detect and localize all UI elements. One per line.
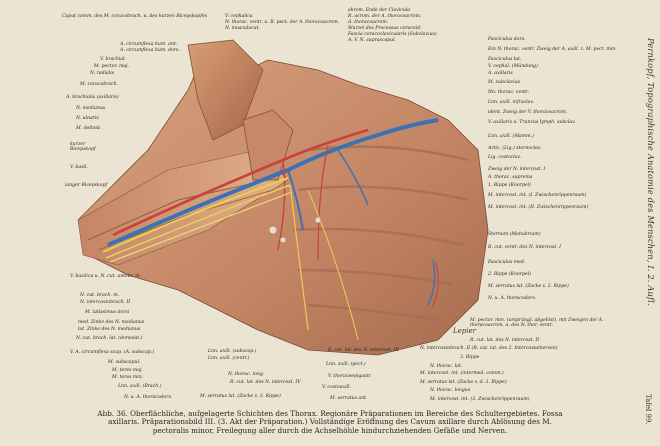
label: R. cut. lat. des N. intercost. IV — [230, 380, 301, 385]
book-title-vertical: Pernkopf, Topographische Anatomie des Me… — [646, 38, 656, 306]
label: V. basil. — [70, 165, 88, 170]
label: R. cut. lat. des N. intercost. III — [328, 348, 399, 353]
label: N. u. A. thoracodors. — [124, 395, 173, 400]
label: med. Zinke des N. medianus — [78, 320, 145, 325]
label: Sternum (Manubrium) — [488, 232, 541, 237]
label: V. cephal. (Mündung) — [488, 64, 538, 69]
label: V. thoracoepigastr. — [328, 374, 372, 379]
label: Lnn. axill. (subscap.) — [208, 349, 257, 354]
label: M. teres min. — [112, 375, 144, 380]
label: N. intercostobrach. II — [80, 300, 131, 305]
label: M. teres maj. — [112, 368, 143, 373]
axilla-dissection-illustration: Lepier — [77, 39, 489, 356]
label: M. intercost. int. (intermed. comm.) — [420, 371, 504, 376]
label: V. brachial. — [100, 57, 126, 62]
label: 2. Rippe (Knorpel) — [488, 272, 531, 277]
label: akrom. Ende der Clavicula — [348, 8, 411, 13]
label: R. cut. ventr. des N. intercost. I — [488, 245, 561, 250]
label: V. basilica u. N. cut. antebr. m. — [70, 274, 142, 279]
label: 1. Rippe (Knorpel) — [488, 183, 531, 188]
brachial-plexus-nerves — [102, 177, 289, 253]
pectoralis-flap — [242, 109, 294, 181]
label: 3. Rippe — [460, 355, 480, 360]
label: N. thorac. longus — [430, 388, 471, 393]
label: M. latissimus dorsi — [85, 310, 130, 315]
label: V. axillaris u. Truncus lymph. subclav. — [488, 120, 576, 125]
label: A. circumflexa hum. ant. — [120, 42, 178, 47]
label: V. cephalica — [225, 14, 253, 19]
label: A. axillaris — [488, 71, 513, 76]
label: N. thorac. long. — [228, 372, 265, 377]
label: A. brachialis (axillaris) — [66, 95, 119, 100]
label: Zweig der N. intercost. I — [488, 167, 546, 172]
label: M. pector. min. (ursprüngl. abgelöst), m… — [470, 318, 604, 328]
label: M. deltoid. — [76, 126, 102, 131]
axillary-artery — [112, 128, 369, 237]
label: Ein N. thorac. ventr. Zweig der A. axill… — [488, 47, 617, 52]
label: ident. Zweig der V. thoracoacrom. — [488, 110, 568, 115]
label: Lnn. axill. (Mamm.) — [488, 134, 534, 139]
label: V. costoaxill. — [322, 385, 351, 390]
label: Fasciculus med. — [488, 260, 526, 265]
label: langer Bicepskopf — [65, 183, 108, 188]
label: kurzer Bicepskopf — [70, 142, 96, 152]
label: Fasciculus lat. — [488, 57, 522, 62]
label: A. V. N. suprascapul. — [348, 38, 397, 43]
label: Caput comm. des M. coracobrach. u. des k… — [62, 14, 208, 19]
label: N. medianus — [76, 106, 106, 111]
label: M. serratus lat. (Zacke v. 3. Rippe) — [200, 394, 281, 399]
label: Fasciculus dors. — [488, 37, 526, 42]
label: M. serratus ant. — [330, 396, 368, 401]
label: N. cut. brach. m. — [80, 293, 120, 298]
label: R. acrom. der A. thoracoacrom. — [348, 14, 422, 19]
plate-number: Tafel 99. — [644, 394, 652, 425]
label: M. pector. maj. — [94, 64, 130, 69]
label: M. intercost. int. (I. Zwischenrippenrau… — [488, 193, 587, 198]
label: N. ulnaris — [76, 116, 99, 121]
label: Lnn. axill. infraclav. — [488, 100, 534, 105]
label: M. subclavius — [488, 80, 521, 85]
label: A. thoracoacrom. — [348, 20, 389, 25]
label: M. serratus lat. (Zacke v. d. 3. Rippe) — [420, 380, 507, 385]
label: Lnn. axill. (centr.) — [208, 356, 250, 361]
label: N. thorac. ventr. u. R. pect. der A. tho… — [225, 20, 340, 25]
artist-signature: Lepier — [452, 327, 477, 335]
label: R. cut. lat. des N. intercost. II — [470, 338, 540, 343]
label: N. intercostobrach. II (R. cut. lat. des… — [420, 346, 558, 351]
label: N. radialis — [90, 71, 115, 76]
label: Lnn. axill. (pect.) — [326, 362, 366, 367]
label: M. subscapul. — [108, 360, 141, 365]
label: lat. Zinke des N. medianus — [78, 327, 141, 332]
label: M. intercost. int. (II. Zwischenrippenra… — [488, 205, 589, 210]
label: Wurzel des Processus coracoid. — [348, 26, 422, 31]
label: N. thorac. lat. — [430, 364, 463, 369]
label: A. circumflexa hum. dors. — [120, 48, 180, 53]
figure-caption: Abb. 36. Oberflächliche, aufgelagerte Sc… — [97, 409, 563, 435]
axillary-vein — [107, 118, 439, 247]
label: A. thorac. suprema — [488, 175, 533, 180]
label: Nn. thorac. ventr. — [488, 90, 530, 95]
label: Artic. (Lig.) sternoclav. — [488, 146, 542, 151]
label: N. musculocut. — [225, 26, 260, 31]
label: V. A. circumflexa scap. (A. subscap.) — [70, 350, 155, 355]
label: M. serratus lat. (Zacke v. 2. Rippe) — [488, 284, 569, 289]
label: Fascia coracoclavicularis (Subclavius) — [348, 32, 437, 37]
label: N. cut. brach. lat. (dorsolat.) — [76, 336, 143, 341]
label: Lig. costoclav. — [488, 155, 521, 160]
label: M. coracobrach. — [80, 82, 119, 87]
label: Lnn. axill. (Brach.) — [118, 384, 162, 389]
deltoid-flap — [187, 39, 264, 141]
label: N. u. A. thoracodors. — [488, 296, 537, 301]
label: M. intercost. int. (3. Zwischenrippenrau… — [430, 397, 530, 402]
